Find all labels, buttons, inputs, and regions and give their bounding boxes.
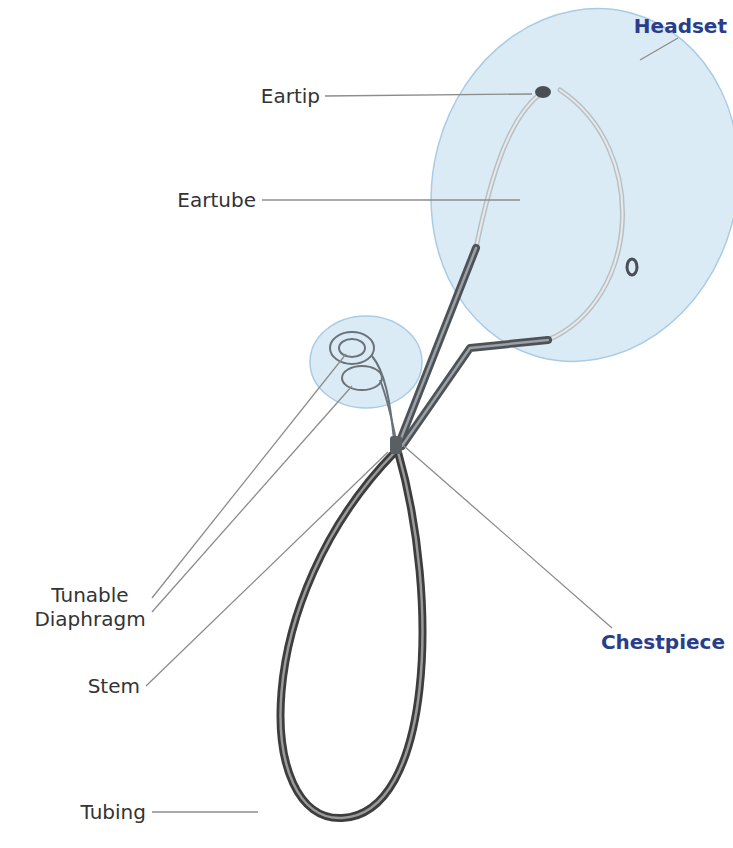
part-label: Eartip xyxy=(261,84,320,108)
chestpiece xyxy=(330,332,396,440)
chestpiece-label: Chestpiece xyxy=(601,630,725,654)
headset-label: Headset xyxy=(634,14,727,38)
part-label: Tubing xyxy=(81,800,146,824)
leader-lines xyxy=(146,38,678,812)
stem xyxy=(390,436,402,454)
binaural-arms xyxy=(398,248,548,446)
tubing xyxy=(281,452,423,818)
eartubes xyxy=(476,90,622,340)
part-label: Stem xyxy=(88,674,140,698)
eartip xyxy=(535,86,551,98)
part-label: Tunable Diaphragm xyxy=(30,583,150,631)
part-label: Eartube xyxy=(177,188,256,212)
chestpiece-region xyxy=(310,316,422,408)
eartip xyxy=(627,259,637,275)
